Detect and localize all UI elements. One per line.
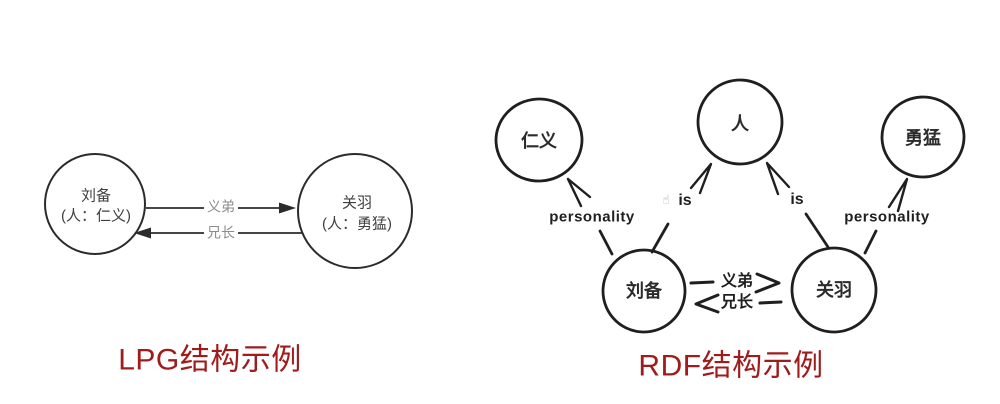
rdf-node-liubei-circle xyxy=(601,248,687,334)
rdf-edge-xiongzhang-label: 兄长 xyxy=(720,294,754,311)
rdf-edge-xiongzhang-line xyxy=(758,300,783,305)
rdf-caption: RDF结构示例 xyxy=(638,349,824,383)
rdf-edge-is-right-label: is xyxy=(790,191,804,208)
lpg-node-guanyu-name: 关羽 xyxy=(341,194,373,212)
lpg-edge-xiongzhang-label: 兄长 xyxy=(204,224,238,242)
lpg-node-liubei-name: 刘备 xyxy=(80,187,112,205)
rdf-edge-is-left-label: is xyxy=(678,192,692,209)
rdf-edge-is-left-arrowhead xyxy=(689,162,713,195)
lpg-node-liubei-attr: (人：仁义) xyxy=(61,207,131,225)
rdf-node-yongmeng-label: 勇猛 xyxy=(905,127,941,148)
lpg-edge-yidi-arrowhead xyxy=(279,202,296,214)
rdf-node-guanyu-circle xyxy=(790,246,878,334)
rdf-edge-is-left-shaft xyxy=(650,222,670,254)
rdf-edge-xiongzhang-arrowhead xyxy=(694,293,720,314)
rdf-edge-personality-left-label: personality xyxy=(549,208,635,226)
rdf-node-renyi-circle xyxy=(494,97,584,183)
lpg-graph xyxy=(44,153,413,269)
rdf-edge-personality-right-shaft xyxy=(863,229,878,255)
lpg-edge-yidi-label: 义弟 xyxy=(204,198,238,216)
rdf-node-ren-label: 人 xyxy=(731,113,749,134)
rdf-edge-personality-left-arrowhead xyxy=(566,177,592,208)
rdf-edge-personality-right-label: personality xyxy=(844,208,930,226)
lpg-node-liubei-circle xyxy=(44,153,146,255)
rdf-edge-personality-left-shaft xyxy=(598,229,614,256)
rdf-edge-yidi-label: 义弟 xyxy=(720,273,754,290)
rdf-graph xyxy=(494,78,966,334)
hand-cursor-icon: ☝ xyxy=(662,192,670,207)
rdf-node-yongmeng-circle xyxy=(880,95,966,179)
rdf-node-liubei-label: 刘备 xyxy=(626,280,662,301)
rdf-edge-personality-right-arrowhead xyxy=(887,177,909,213)
rdf-node-renyi-label: 仁义 xyxy=(521,130,557,151)
rdf-node-guanyu-label: 关羽 xyxy=(816,279,852,300)
lpg-caption: LPG结构示例 xyxy=(118,343,302,377)
lpg-node-guanyu-attr: (人：勇猛) xyxy=(322,215,392,233)
rdf-node-ren-circle xyxy=(696,78,784,166)
rdf-edge-yidi-line xyxy=(689,280,715,285)
rdf-edge-is-right-arrowhead xyxy=(765,161,791,196)
lpg-node-guanyu-circle xyxy=(297,153,413,269)
rdf-edge-yidi-arrowhead xyxy=(754,272,781,294)
rdf-edge-is-right-shaft xyxy=(804,212,830,249)
lpg-edge-xiongzhang-arrowhead xyxy=(134,227,151,239)
